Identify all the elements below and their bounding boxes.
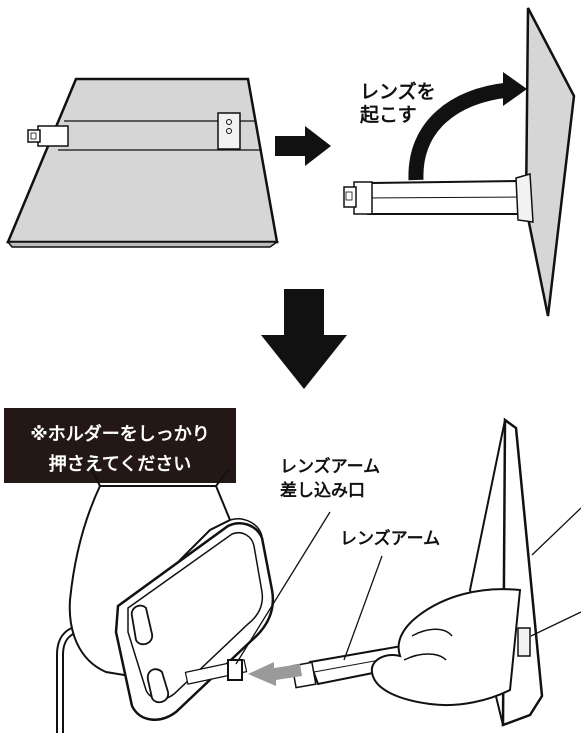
arm-slot-label-line2: 差し込み口 xyxy=(280,480,365,501)
raise-arrow-icon xyxy=(408,82,509,181)
folded-lens-panel xyxy=(6,77,280,248)
raised-lens-panel xyxy=(343,7,576,317)
note-box xyxy=(4,408,236,483)
leader-right-2 xyxy=(530,611,581,637)
arm-slot-label-line1: レンズアーム xyxy=(280,456,380,477)
raise-lens-label-line1: レンズを xyxy=(360,80,436,103)
lens-arm-label: レンズアーム xyxy=(340,528,440,549)
right-hand xyxy=(370,588,522,707)
arm-slot xyxy=(227,659,243,681)
arrow-down-icon xyxy=(261,289,347,389)
leader-arm-slot xyxy=(235,511,331,665)
note-text-line1: ※ホルダーをしっかり xyxy=(30,423,210,445)
leader-right-1 xyxy=(531,507,581,556)
leader-lens-arm xyxy=(343,555,383,661)
insert-arrow-icon xyxy=(248,662,302,686)
raise-lens-label-line2: 起こす xyxy=(359,104,417,126)
holder xyxy=(114,522,275,721)
note-text-line2: 押さえてください xyxy=(49,453,192,475)
arrow-right-icon xyxy=(275,126,331,166)
